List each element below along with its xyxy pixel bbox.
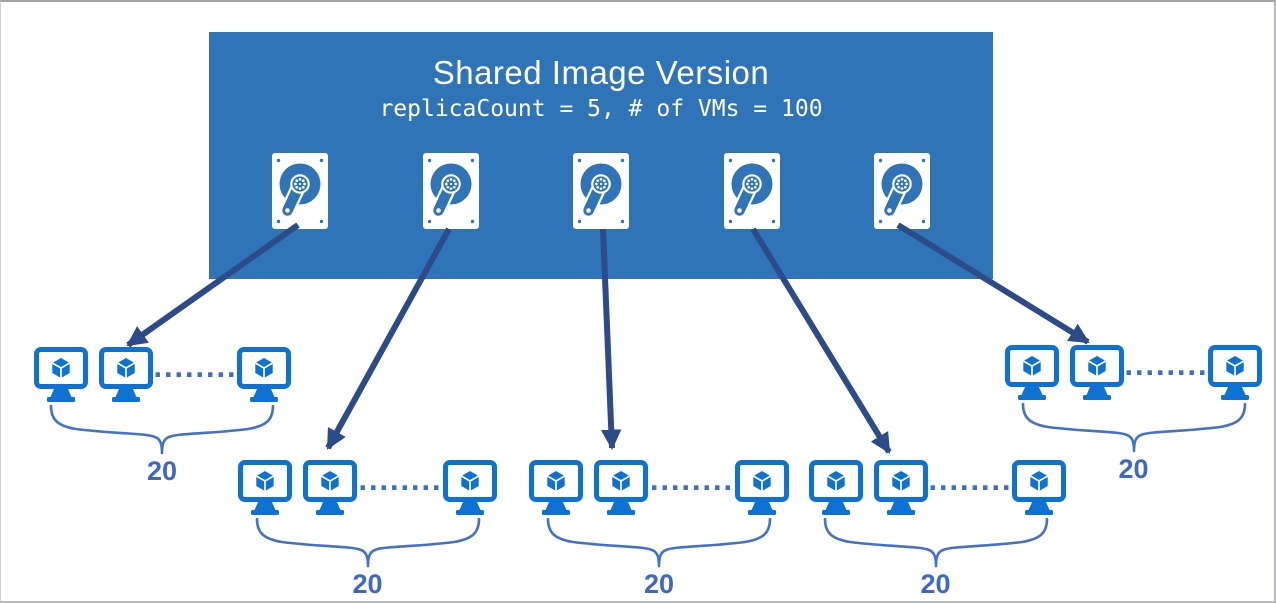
vm-count-label: 20	[643, 569, 675, 599]
vm-icon	[443, 460, 497, 515]
vm-icon	[236, 347, 291, 402]
vm-group-2: ........ 20	[238, 460, 497, 600]
vm-icon	[529, 460, 583, 515]
group-brace	[823, 518, 1048, 568]
vm-count-label: 20	[352, 569, 383, 599]
vm-group-1: ........ 20	[34, 347, 291, 487]
vm-icon	[1005, 345, 1059, 400]
disk-icon	[723, 153, 780, 229]
ellipsis-dots: ........	[1124, 351, 1208, 381]
vm-row: ........	[529, 460, 789, 516]
vm-group-5: ........ 20	[1005, 345, 1262, 485]
shared-image-version-box: Shared Image Version replicaCount = 5, #…	[209, 32, 993, 279]
vm-icon	[874, 460, 928, 515]
vm-count-label: 20	[1118, 454, 1149, 484]
ellipsis-dots: ........	[358, 466, 442, 496]
vm-icon	[99, 347, 153, 402]
vm-icon	[238, 460, 292, 515]
disk-icon	[874, 153, 930, 229]
ellipsis-dots: ........	[153, 353, 237, 383]
vm-icon	[303, 460, 357, 515]
vm-icon	[1208, 345, 1262, 400]
vm-group-3: ........ 20	[529, 460, 789, 600]
box-subtitle: replicaCount = 5, # of VMs = 100	[379, 96, 823, 122]
group-brace	[1021, 403, 1246, 453]
vm-count-label: 20	[920, 569, 951, 599]
ellipsis-dots: ........	[928, 466, 1012, 496]
box-title: Shared Image Version	[432, 54, 770, 91]
vm-icon	[809, 460, 863, 515]
disk-icon	[272, 153, 328, 229]
vm-icon	[1011, 460, 1066, 515]
vm-row: ........	[238, 460, 497, 516]
vm-icon	[594, 460, 648, 515]
replica-disk-row	[271, 152, 931, 230]
vm-count-label: 20	[146, 456, 178, 486]
vm-row: ........	[1005, 345, 1262, 401]
vm-icon	[735, 460, 789, 515]
vm-group-4: ........ 20	[809, 460, 1066, 600]
vm-icon	[34, 347, 88, 402]
disk-icon	[422, 153, 479, 229]
vm-icon	[1070, 345, 1124, 400]
disk-icon	[573, 153, 629, 229]
group-brace	[546, 518, 772, 568]
group-brace	[49, 405, 275, 455]
group-brace	[255, 518, 480, 568]
vm-row: ........	[809, 460, 1066, 516]
vm-row: ........	[34, 347, 291, 403]
ellipsis-dots: ........	[649, 466, 734, 496]
